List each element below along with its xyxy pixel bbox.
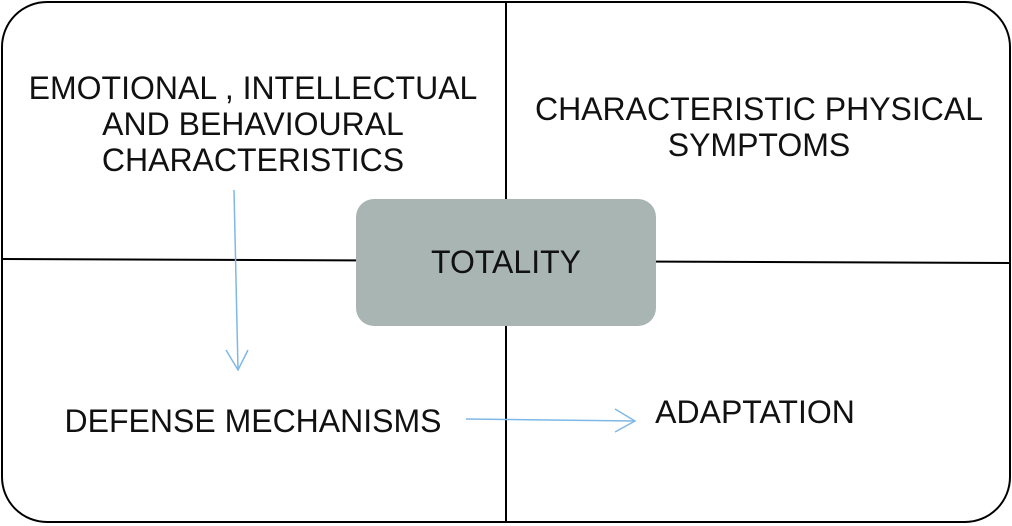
bottom-left-text: DEFENSE MECHANISMS	[64, 403, 442, 439]
top-right-line-2: SYMPTOMS	[667, 127, 851, 163]
arrow-right-head-icon	[614, 408, 637, 433]
center-label: TOTALITY	[431, 244, 581, 280]
arrow-right-shaft	[465, 418, 636, 422]
top-left-line-3: CHARACTERISTICS	[101, 142, 405, 178]
top-left-line-1: EMOTIONAL , INTELLECTUAL	[28, 70, 478, 106]
top-left-line-2: AND BEHAVIOURAL	[102, 106, 404, 142]
bottom-left-label: DEFENSE MECHANISMS	[0, 403, 506, 439]
bottom-right-label: ADAPTATION	[640, 394, 870, 430]
bottom-right-text: ADAPTATION	[655, 394, 855, 430]
top-right-line-1: CHARACTERISTIC PHYSICAL	[534, 91, 984, 127]
arrow-down-shaft	[233, 189, 239, 371]
arrow-down	[225, 189, 249, 372]
top-right-label: CHARACTERISTIC PHYSICAL SYMPTOMS	[506, 91, 1012, 163]
arrow-right	[465, 408, 637, 433]
top-left-label: EMOTIONAL , INTELLECTUAL AND BEHAVIOURAL…	[0, 70, 506, 178]
center-box-totality: TOTALITY	[356, 199, 656, 326]
arrow-down-head-icon	[225, 349, 249, 372]
